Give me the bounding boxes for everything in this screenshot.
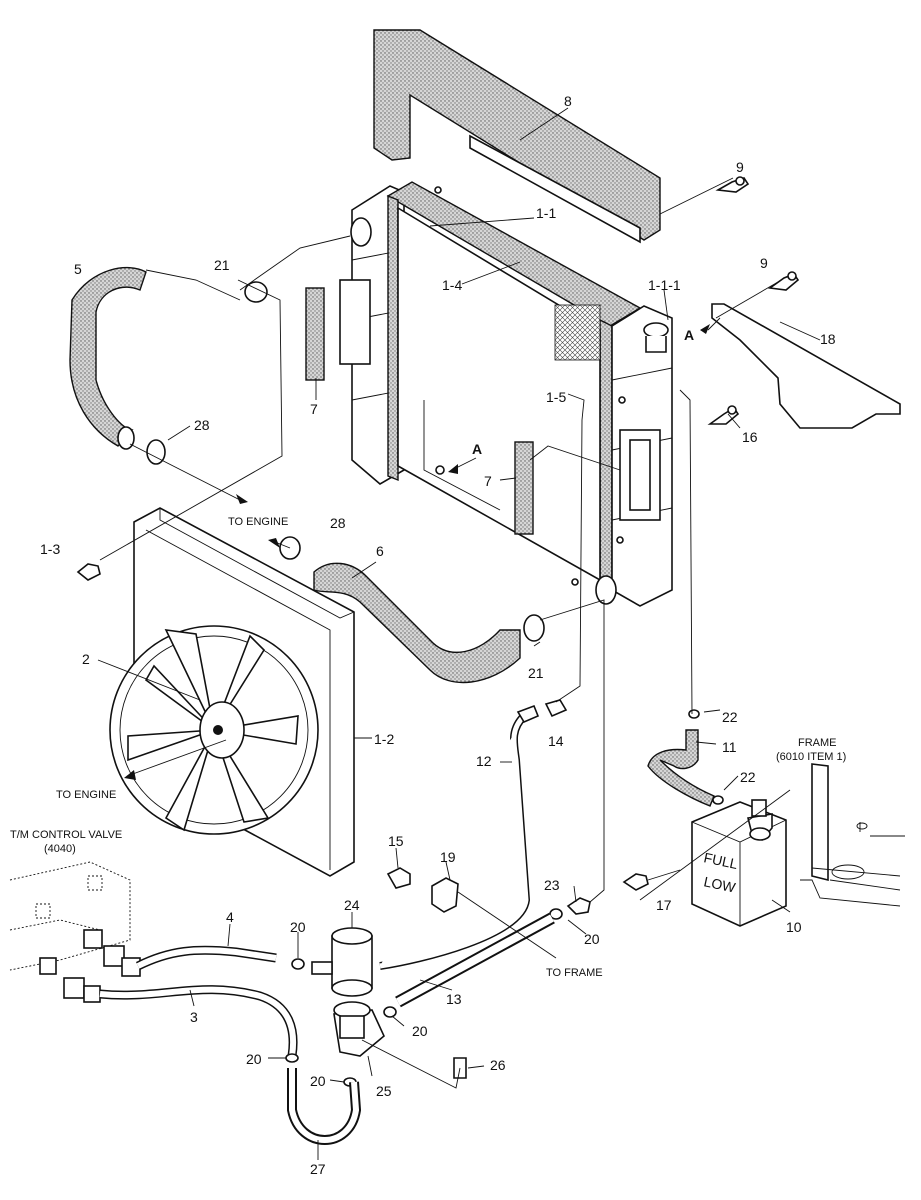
- callout-20-top: 20: [290, 919, 306, 935]
- note-frame-line1: FRAME: [798, 737, 837, 749]
- bolt-part-16: [707, 405, 740, 425]
- note-to-frame: TO FRAME: [546, 967, 603, 979]
- clamp-part-21-a: [244, 281, 268, 303]
- tm-control-valve: [9, 861, 131, 971]
- callout-26: 26: [490, 1057, 506, 1073]
- bolt-part-9-right: [767, 271, 800, 291]
- clamp-part-20-a: [291, 958, 305, 970]
- clamp-part-20-e: [549, 908, 563, 920]
- callout-a-center: A: [472, 441, 482, 457]
- callout-9-top: 9: [736, 159, 744, 175]
- callout-23: 23: [544, 877, 560, 893]
- clamp-part-20-b: [285, 1053, 299, 1063]
- diagram-notes: TO ENGINE TO ENGINE TO FRAME T/M CONTROL…: [10, 516, 846, 979]
- hose-5-end: [117, 426, 135, 450]
- callout-7-left: 7: [310, 401, 318, 417]
- callout-13: 13: [446, 991, 462, 1007]
- callout-labels: 8 9 1-1 1-4 1-1-1 9 A 18 5 21 28 7 1-5 1…: [40, 93, 836, 1177]
- callout-a-right: A: [684, 327, 694, 343]
- clamp-part-22-a: [688, 709, 700, 719]
- note-tm-valve-line1: T/M CONTROL VALVE: [10, 829, 122, 841]
- callout-9-right: 9: [760, 255, 768, 271]
- callout-6: 6: [376, 543, 384, 559]
- callout-1-1: 1-1: [536, 205, 556, 221]
- callout-16: 16: [742, 429, 758, 445]
- callout-19: 19: [440, 849, 456, 865]
- hose-12-elbow: [516, 704, 540, 724]
- top-shroud-part-8: [373, 29, 661, 244]
- lower-hose-part-6: [313, 562, 521, 684]
- callout-3: 3: [190, 1009, 198, 1025]
- callout-20-right: 20: [584, 931, 600, 947]
- fan-shroud-part-1-2: [109, 507, 355, 877]
- callout-28-mid: 28: [330, 515, 346, 531]
- callout-8: 8: [564, 93, 572, 109]
- callout-28-top: 28: [194, 417, 210, 433]
- callout-22-bottom: 22: [740, 769, 756, 785]
- callout-21-top: 21: [214, 257, 230, 273]
- overflow-hose-part-11: [647, 729, 715, 807]
- fitting-part-14: [544, 699, 568, 718]
- callout-21-mid: 21: [528, 665, 544, 681]
- clamp-part-20-d: [383, 1006, 397, 1018]
- fitting-part-23: [566, 897, 591, 915]
- callout-14: 14: [548, 733, 564, 749]
- bolt-part-9-top: [715, 176, 750, 193]
- clip-part-19: [431, 877, 459, 913]
- callout-4: 4: [226, 909, 234, 925]
- clamp-part-21-b: [523, 614, 545, 642]
- bolt-part-17: [622, 873, 649, 891]
- callout-1-1-1: 1-1-1: [648, 277, 681, 293]
- note-frame-line2: (6010 ITEM 1): [776, 751, 846, 763]
- callout-24: 24: [344, 897, 360, 913]
- callout-5: 5: [74, 261, 82, 277]
- callout-27: 27: [310, 1161, 326, 1177]
- clamp-part-28-a: [146, 439, 166, 465]
- valve-fittings: [39, 929, 141, 1003]
- callout-17: 17: [656, 897, 672, 913]
- callout-20-mid: 20: [412, 1023, 428, 1039]
- callout-1-2: 1-2: [374, 731, 394, 747]
- bolt-part-1-3: [76, 563, 101, 581]
- direction-arrows: [124, 324, 710, 780]
- callout-1-4: 1-4: [442, 277, 462, 293]
- note-tm-valve-line2: (4040): [44, 843, 76, 855]
- filter-part-24: [311, 927, 373, 997]
- callout-1-5: 1-5: [546, 389, 566, 405]
- callout-22-top: 22: [722, 709, 738, 725]
- callout-20-bottom: 20: [310, 1073, 326, 1089]
- callout-7-center: 7: [484, 473, 492, 489]
- callout-18: 18: [820, 331, 836, 347]
- bolt-part-15: [386, 867, 411, 889]
- callout-11: 11: [722, 739, 737, 755]
- callout-25: 25: [376, 1083, 392, 1099]
- note-to-engine-fan: TO ENGINE: [56, 789, 116, 801]
- frame-outline: [800, 763, 905, 907]
- clamp-part-22-b: [712, 795, 724, 805]
- note-to-engine-top: TO ENGINE: [228, 516, 288, 528]
- reservoir-tank-part-10: FULL LOW: [691, 799, 787, 927]
- callout-2: 2: [82, 651, 90, 667]
- tank-low-label: LOW: [702, 873, 737, 895]
- callout-10: 10: [786, 919, 802, 935]
- radiator-assembly: [305, 181, 673, 607]
- callout-15: 15: [388, 833, 404, 849]
- upper-hose-part-5: [69, 266, 147, 447]
- callout-1-3: 1-3: [40, 541, 60, 557]
- callout-12: 12: [476, 753, 492, 769]
- callout-20-left: 20: [246, 1051, 262, 1067]
- leader-lines: [97, 107, 821, 1160]
- bracket-plate-part-18: [711, 303, 901, 429]
- tank-full-label: FULL: [702, 849, 739, 872]
